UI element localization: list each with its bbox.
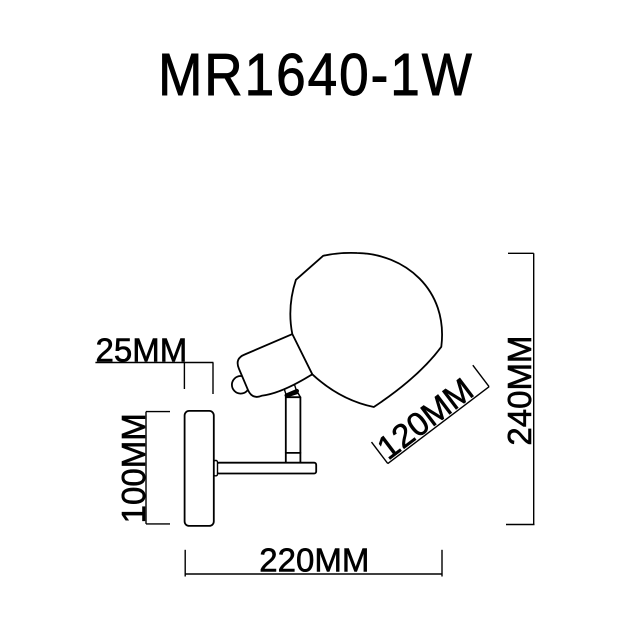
svg-text:240MM: 240MM bbox=[501, 336, 538, 446]
svg-text:220MM: 220MM bbox=[259, 541, 369, 578]
svg-text:MR1640-1W: MR1640-1W bbox=[158, 41, 474, 107]
svg-text:25MM: 25MM bbox=[96, 332, 188, 369]
svg-text:100MM: 100MM bbox=[115, 413, 152, 523]
